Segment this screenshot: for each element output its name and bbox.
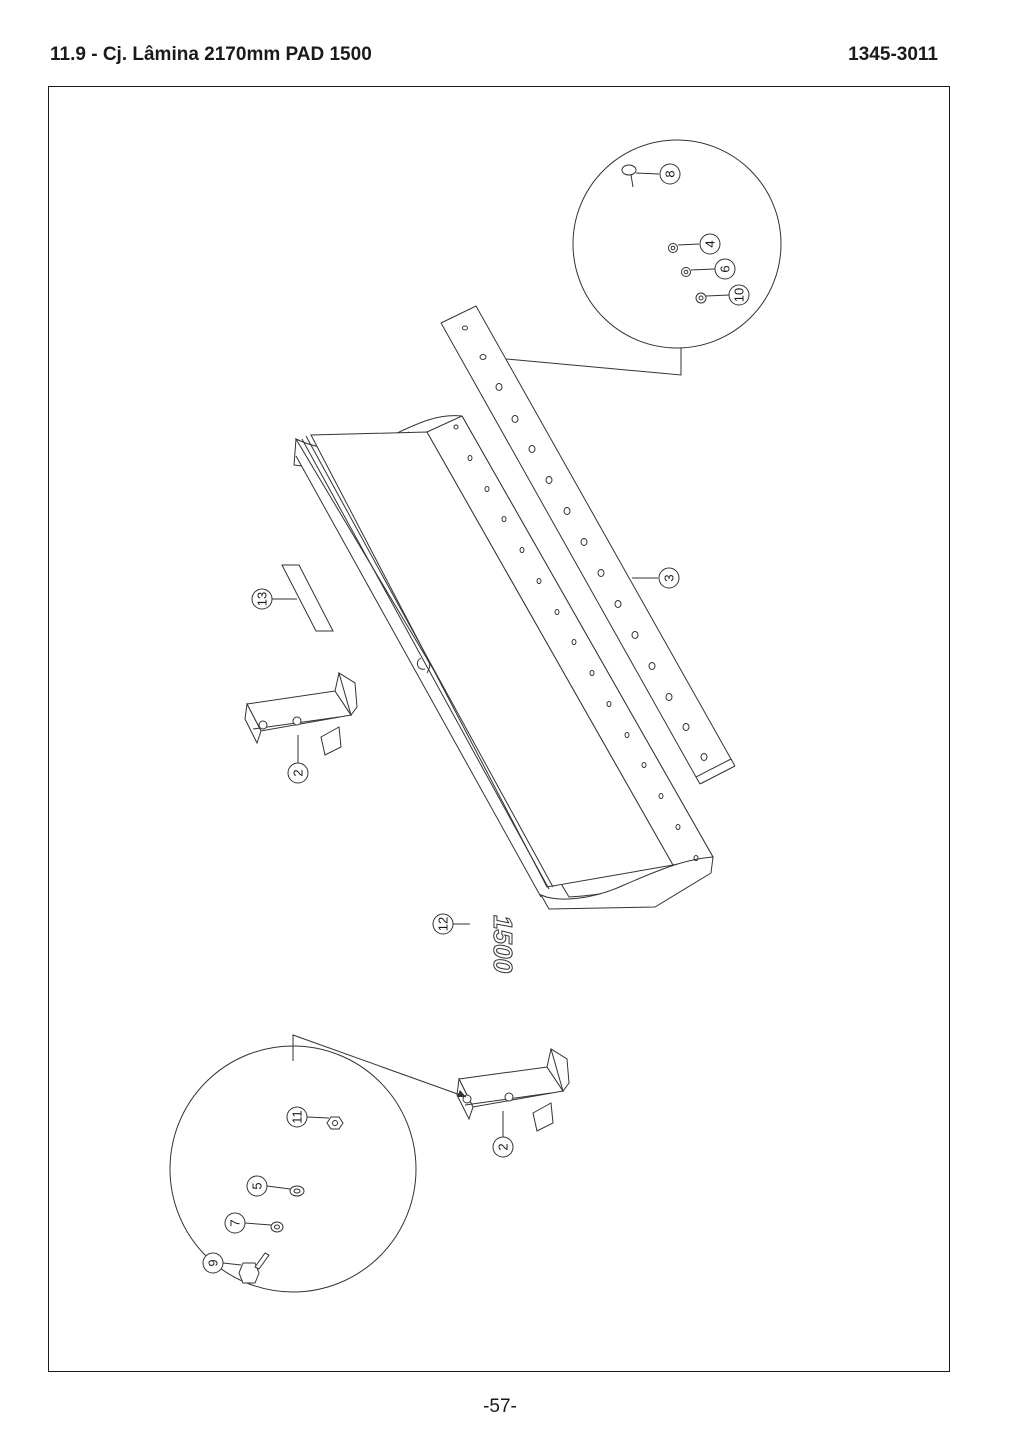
detail-circle-top: 8 4 6 10 xyxy=(484,139,782,376)
svg-text:12: 12 xyxy=(436,917,451,931)
callout-8: 8 xyxy=(659,163,681,185)
svg-text:11: 11 xyxy=(290,1110,305,1124)
svg-text:8: 8 xyxy=(663,170,678,177)
svg-text:3: 3 xyxy=(662,574,677,581)
flat-washer-icon xyxy=(668,243,700,253)
cutting-edge-strip: 3 xyxy=(440,305,736,785)
page-number: -57- xyxy=(483,1396,517,1417)
callout-5: 5 xyxy=(246,1175,268,1197)
svg-text:6: 6 xyxy=(718,265,733,272)
callout-6: 6 xyxy=(714,258,736,280)
diagram-frame: 8 4 6 10 xyxy=(48,86,950,1372)
hex-bolt-icon xyxy=(222,1252,270,1284)
callout-12: 12 xyxy=(432,913,454,935)
part-number: 1345-3011 xyxy=(848,44,938,65)
page-title: 11.9 - Cj. Lâmina 2170mm PAD 1500 xyxy=(50,44,372,65)
callout-10: 10 xyxy=(728,284,750,306)
svg-text:9: 9 xyxy=(206,1259,221,1266)
callout-7: 7 xyxy=(224,1212,246,1234)
hex-nut-icon xyxy=(306,1116,344,1130)
decal-13: 13 xyxy=(251,564,334,632)
callout-3: 3 xyxy=(658,567,680,589)
exploded-view-diagram: 8 4 6 10 xyxy=(169,139,782,1293)
support-bracket-lower: 2 xyxy=(292,1034,570,1158)
lock-washer-icon xyxy=(681,267,716,277)
svg-text:13: 13 xyxy=(255,592,270,606)
nut-icon xyxy=(695,292,730,304)
detail-circle-bottom: 11 5 7 9 xyxy=(169,1045,417,1293)
svg-text:10: 10 xyxy=(732,288,747,302)
carriage-bolt-icon xyxy=(621,164,660,188)
svg-text:7: 7 xyxy=(228,1219,243,1226)
svg-text:5: 5 xyxy=(250,1182,265,1189)
lock-washer-icon-7 xyxy=(244,1221,284,1233)
svg-text:2: 2 xyxy=(291,769,306,776)
moldboard-blade xyxy=(293,415,714,910)
svg-text:4: 4 xyxy=(703,240,718,247)
callout-11: 11 xyxy=(286,1106,308,1128)
callout-13: 13 xyxy=(251,588,273,610)
callout-4: 4 xyxy=(699,233,721,255)
logo-decal-12: 1500 12 xyxy=(432,913,519,974)
callout-9: 9 xyxy=(202,1252,224,1274)
callout-2: 2 xyxy=(287,762,309,784)
svg-text:1500: 1500 xyxy=(488,915,518,973)
support-bracket-upper: 2 xyxy=(244,671,358,784)
svg-text:2: 2 xyxy=(496,1143,511,1150)
callout-2-lower: 2 xyxy=(492,1136,514,1158)
blade-holes xyxy=(453,424,699,861)
flat-washer-icon-5 xyxy=(266,1185,305,1197)
strip-holes xyxy=(462,325,708,761)
